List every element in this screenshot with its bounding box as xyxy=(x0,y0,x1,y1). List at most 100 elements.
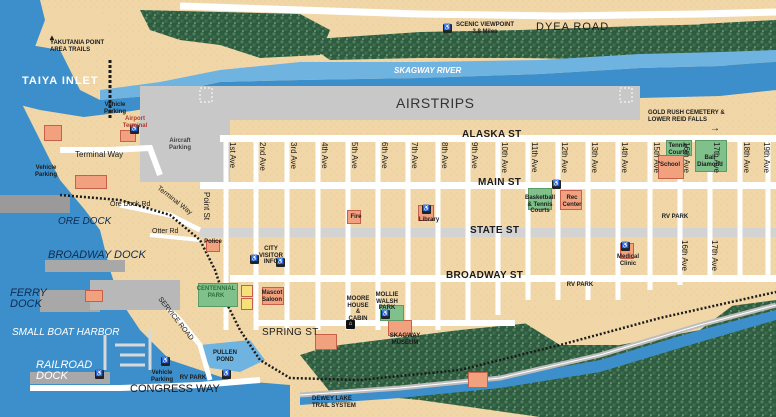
avenue-label: 13th Ave xyxy=(590,142,599,173)
airport-terminal-label: Airport Terminal xyxy=(122,116,148,129)
fire-station-building[interactable] xyxy=(347,210,361,224)
skagway-river-label: SKAGWAY RIVER xyxy=(394,66,462,75)
ball-diamond-label: Ball Diamond xyxy=(697,155,723,168)
state-st-label: STATE ST xyxy=(470,225,520,236)
aircraft-parking-label: Aircraft Parking xyxy=(168,138,191,151)
pullen-pond-water xyxy=(200,340,265,372)
congress-way-road xyxy=(30,377,261,391)
restroom-icon: ♿ xyxy=(443,24,452,33)
ball-diamond[interactable] xyxy=(695,140,727,172)
alaska-st-label: ALASKA ST xyxy=(462,129,522,140)
school-label: School xyxy=(660,162,681,168)
ferry-terminal-area xyxy=(90,280,180,310)
basketball-label: Basketball & Tennis Courts xyxy=(525,195,556,215)
dyea-road-label: DYEA ROAD xyxy=(536,21,610,33)
terminal-way-label: Terminal Way xyxy=(75,150,124,159)
mascot-saloon-label: Mascot Saloon xyxy=(261,290,283,303)
avenue-label: 8th Ave xyxy=(440,142,449,169)
otter-rd xyxy=(149,233,201,242)
yellow-building-2 xyxy=(241,298,253,310)
small-boat-harbor-label: SMALL BOAT HARBOR xyxy=(12,327,120,338)
ferry-building xyxy=(85,290,103,302)
arrow-up-icon: ▲ xyxy=(48,33,56,42)
avenue-label: 12th Ave xyxy=(560,142,569,173)
state-st xyxy=(200,228,776,237)
main-st xyxy=(200,182,776,189)
small-boat-harbor-docks xyxy=(103,330,152,370)
centennial-park-label: CENTENNIAL PARK xyxy=(196,286,236,299)
runway-marking-right xyxy=(619,87,633,103)
tennis-courts-label: Tennis Courts xyxy=(668,143,688,156)
restroom-icon: ♿ xyxy=(381,310,390,319)
runway-marking-left xyxy=(199,87,213,103)
vehicle-parking-1-label: Vehicle Parking xyxy=(103,102,126,115)
avenue-label: 4th Ave xyxy=(320,142,329,169)
railroad-track xyxy=(59,193,776,382)
avenue-label: 9th Ave xyxy=(470,142,479,169)
fire-label: Fire xyxy=(350,214,362,220)
terminal-building xyxy=(75,175,107,189)
broadway-st-label: BROADWAY ST xyxy=(446,270,524,281)
skagway-museum-label: SKAGWAY MUSEUM xyxy=(389,333,421,346)
restroom-icon: ♿ xyxy=(552,180,561,189)
arrow-right-icon: → xyxy=(710,123,720,134)
broadway-dock xyxy=(45,260,125,272)
avenue-label: 5th Ave xyxy=(350,142,359,169)
mascot-saloon-building[interactable] xyxy=(262,287,284,305)
city-visitor-info-label: CITY VISITOR INFO xyxy=(259,246,283,266)
town-land xyxy=(60,100,776,350)
avenue-label: 10th Ave xyxy=(500,142,509,173)
spring-st xyxy=(255,320,515,326)
avenue-label-lower: 16th Ave xyxy=(680,240,689,271)
rv-park-3-label: RV PARK xyxy=(566,282,594,288)
avenue-label: 19th Ave xyxy=(762,142,771,173)
avenue-label: 16th Ave xyxy=(682,142,691,173)
vehicle-parking-2-label: Vehicle Parking xyxy=(34,165,57,178)
main-st-label: MAIN ST xyxy=(478,177,522,188)
avenue-label: 18th Ave xyxy=(742,142,751,173)
rec-center-building[interactable] xyxy=(560,190,582,210)
house-icon: ⌂ xyxy=(346,320,355,329)
basketball-courts[interactable] xyxy=(528,188,552,210)
terminal-way-road xyxy=(60,144,163,177)
school-building[interactable] xyxy=(658,155,684,179)
library-label: Library xyxy=(418,217,440,223)
avenue-label: 15th Ave xyxy=(652,142,661,173)
spring-st-label: SPRING ST xyxy=(262,327,319,338)
yellow-building xyxy=(241,285,253,297)
restroom-icon: ♿ xyxy=(276,258,285,267)
rec-center-label: Rec Center xyxy=(562,195,582,208)
restroom-icon: ♿ xyxy=(621,242,630,251)
restroom-icon: ♿ xyxy=(161,357,170,366)
broadway-st xyxy=(230,275,776,282)
avenue-label: 3rd Ave xyxy=(289,142,298,169)
highway-building xyxy=(468,372,488,388)
restroom-icon: ♿ xyxy=(130,125,139,134)
taiya-inlet-water xyxy=(0,0,290,417)
avenue-label: 1st Ave xyxy=(228,142,237,169)
otter-rd-label: Otter Rd xyxy=(152,228,179,235)
point-st-label: Point St xyxy=(202,192,211,221)
dyea-road xyxy=(179,2,776,20)
centennial-park[interactable] xyxy=(198,283,238,307)
pullen-pond-label: PULLEN POND xyxy=(213,350,237,363)
police-building[interactable] xyxy=(206,240,220,252)
gold-rush-label[interactable]: GOLD RUSH CEMETERY & LOWER REID FALLS xyxy=(648,110,725,123)
avenue-label: 11th Ave xyxy=(530,142,539,173)
dewey-lake-label[interactable]: DEWEY LAKE TRAIL SYSTEM xyxy=(312,396,356,409)
ore-dock-label: ORE DOCK xyxy=(58,216,112,227)
ferry-dock-label: FERRY DOCK xyxy=(10,287,47,310)
medical-clinic-label: Medical Clinic xyxy=(616,254,639,267)
avenue-label-lower: 17th Ave xyxy=(710,240,719,271)
spring-st-building xyxy=(315,334,337,350)
avenue-label: 7th Ave xyxy=(410,142,419,169)
restroom-icon: ♿ xyxy=(222,370,231,379)
yakutania-sand xyxy=(40,8,110,60)
creek-water xyxy=(300,310,776,405)
river-shallows xyxy=(100,50,776,100)
railroad-dock-label: RAILROAD DOCK xyxy=(36,359,93,382)
airstrips-label: AIRSTRIPS xyxy=(396,95,475,111)
railroad-dock xyxy=(30,372,110,384)
